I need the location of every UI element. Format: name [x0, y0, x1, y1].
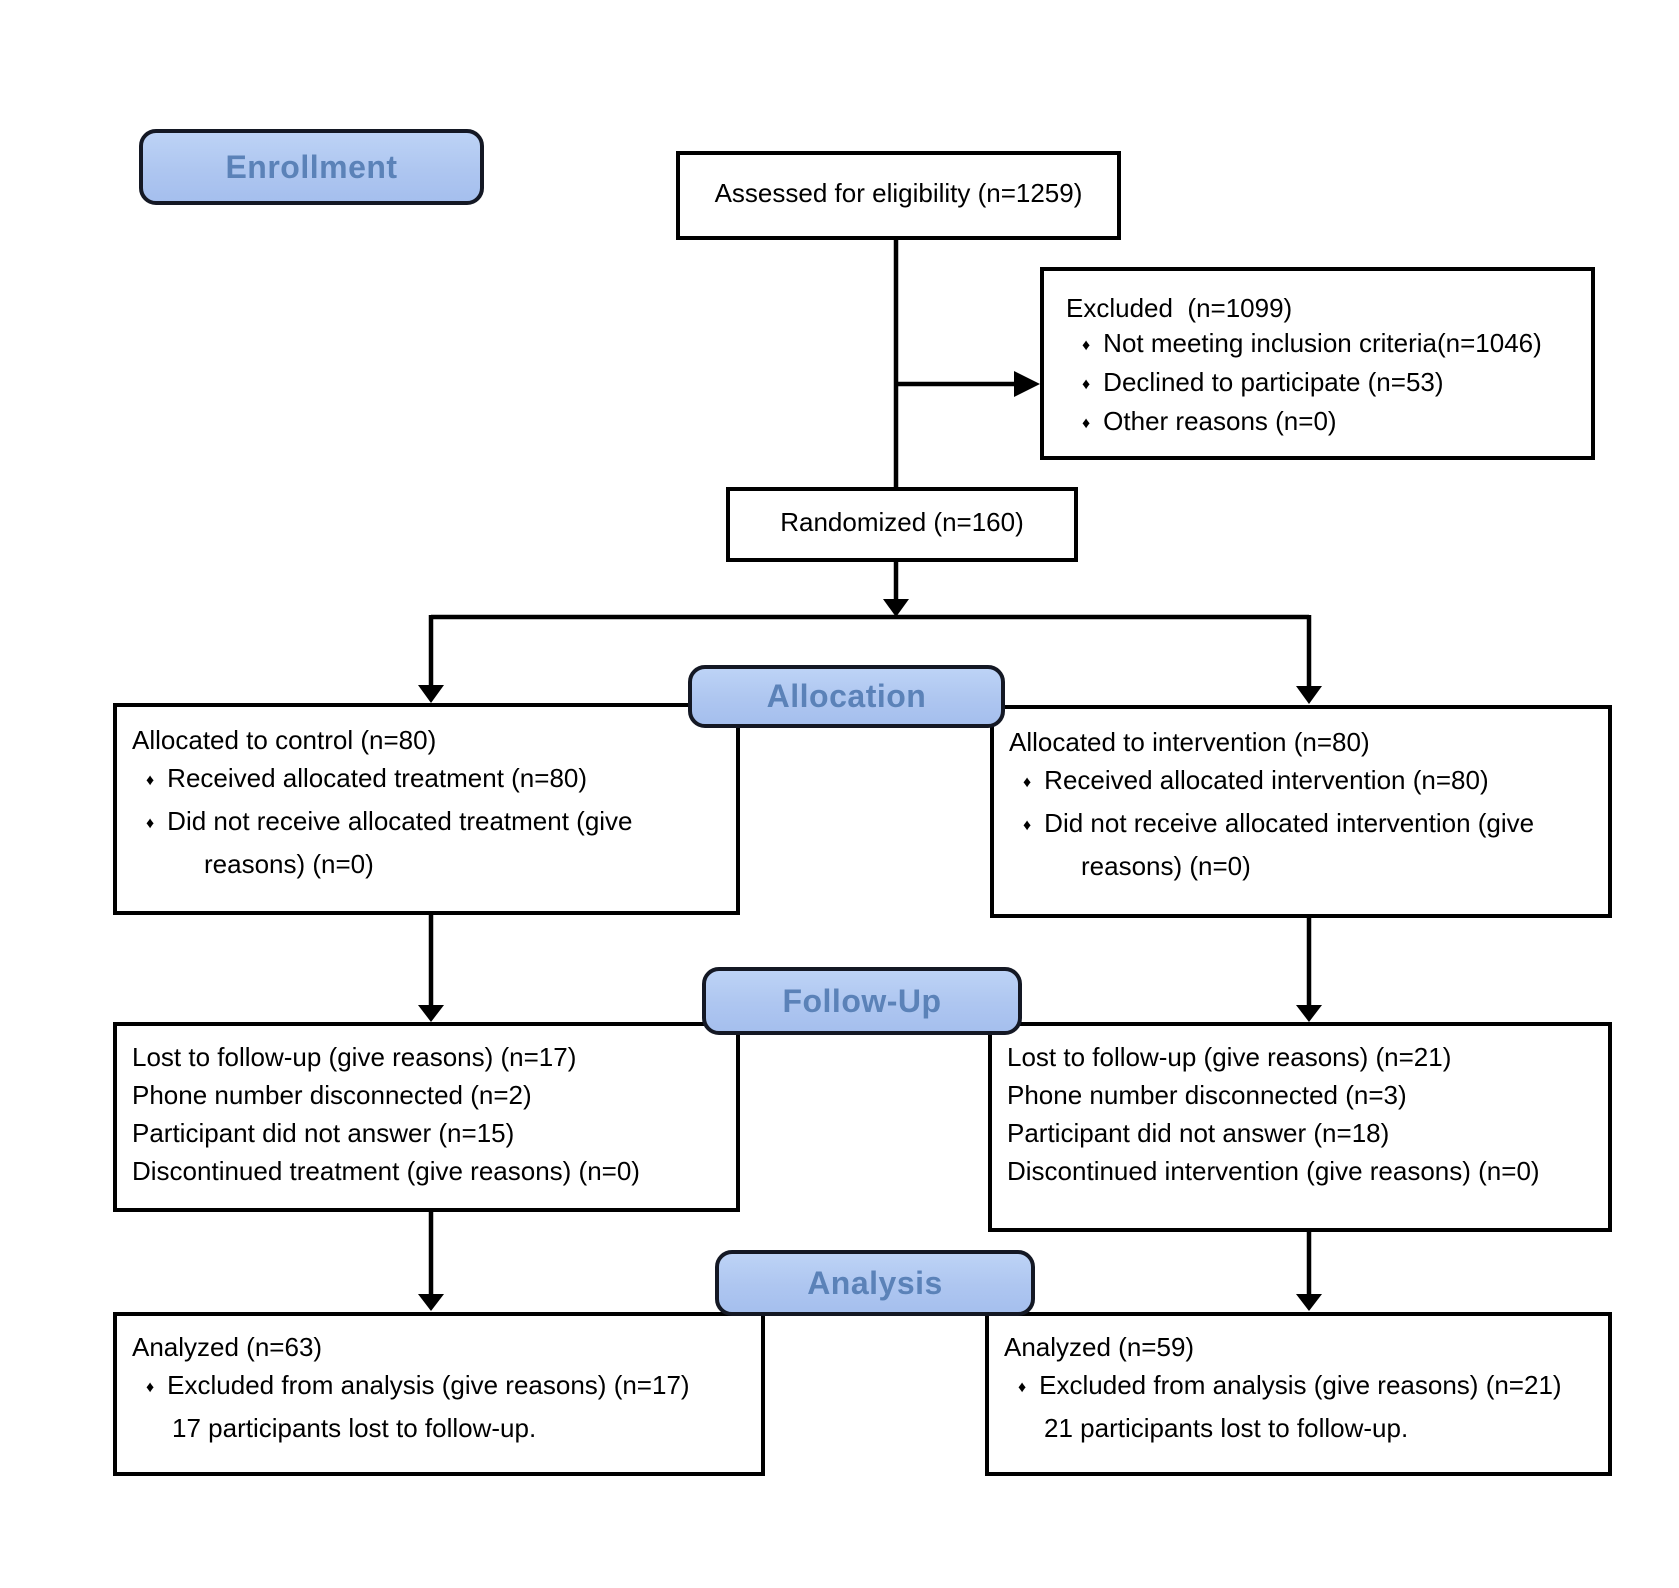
- analyzed-intervention-bullet-1-text: Excluded from analysis (give reasons) (n…: [1039, 1370, 1562, 1400]
- bullet-diamond-icon: ♦: [146, 815, 155, 832]
- followup-intervention-line-3: Participant did not answer (n=18): [1007, 1118, 1390, 1148]
- stage-label-allocation: Allocation: [688, 665, 1005, 728]
- analyzed-intervention-title: Analyzed (n=59): [1004, 1332, 1195, 1362]
- analyzed-intervention-bullet-1: ♦ Excluded from analysis (give reasons) (…: [1004, 1366, 1598, 1409]
- analyzed-control-bullet-1: ♦ Excluded from analysis (give reasons) (…: [132, 1366, 751, 1409]
- arrowhead-intervention-followup: [1296, 1005, 1322, 1022]
- box-analyzed-control: Analyzed (n=63) ♦ Excluded from analysis …: [113, 1312, 765, 1476]
- arrowhead-control-analysis: [418, 1294, 444, 1311]
- excluded-bullet-2-text: Declined to participate (n=53): [1103, 367, 1444, 397]
- box-followup-intervention: Lost to follow-up (give reasons) (n=21) …: [988, 1022, 1612, 1232]
- stage-label-enrollment-text: Enrollment: [225, 148, 398, 185]
- arrowhead-excluded: [1014, 371, 1040, 397]
- stage-label-enrollment: Enrollment: [139, 129, 484, 205]
- arrowhead-control-followup: [418, 1005, 444, 1022]
- bullet-diamond-icon: ♦: [146, 772, 155, 789]
- allocated-intervention-bullet-1-text: Received allocated intervention (n=80): [1044, 765, 1489, 795]
- bullet-diamond-icon: ♦: [1082, 376, 1091, 393]
- allocated-control-bullet-2-text: Did not receive allocated treatment (giv…: [167, 806, 633, 879]
- allocated-control-bullet-1: ♦ Received allocated treatment (n=80): [132, 759, 726, 802]
- box-allocated-control: Allocated to control (n=80) ♦ Received al…: [113, 703, 740, 915]
- box-allocated-intervention: Allocated to intervention (n=80) ♦ Receiv…: [990, 705, 1612, 918]
- bullet-diamond-icon: ♦: [1082, 337, 1091, 354]
- excluded-bullet-2: ♦ Declined to participate (n=53): [1066, 365, 1583, 404]
- arrowhead-intervention-allocation: [1296, 686, 1322, 704]
- arrowhead-branch: [883, 599, 909, 617]
- excluded-bullet-1-text: Not meeting inclusion criteria(n=1046): [1103, 328, 1542, 358]
- stage-label-followup: Follow-Up: [702, 967, 1022, 1035]
- followup-intervention-line-4: Discontinued intervention (give reasons)…: [1007, 1156, 1540, 1186]
- allocated-intervention-bullet-2-text: Did not receive allocated intervention (…: [1044, 808, 1535, 881]
- followup-intervention-line-1: Lost to follow-up (give reasons) (n=21): [1007, 1042, 1452, 1072]
- followup-control-line-3: Participant did not answer (n=15): [132, 1118, 515, 1148]
- analyzed-intervention-note: 21 participants lost to follow-up.: [1044, 1413, 1409, 1443]
- excluded-bullet-1: ♦ Not meeting inclusion criteria(n=1046): [1066, 326, 1583, 365]
- box-randomized: Randomized (n=160): [726, 487, 1078, 562]
- stage-label-analysis-text: Analysis: [807, 1264, 943, 1301]
- analyzed-control-note: 17 participants lost to follow-up.: [172, 1413, 537, 1443]
- analyzed-control-title: Analyzed (n=63): [132, 1332, 323, 1362]
- followup-intervention-line-2: Phone number disconnected (n=3): [1007, 1080, 1407, 1110]
- allocated-control-title: Allocated to control (n=80): [132, 725, 437, 755]
- followup-control-line-4: Discontinued treatment (give reasons) (n…: [132, 1156, 640, 1186]
- allocated-intervention-bullet-2: ♦ Did not receive allocated intervention …: [1009, 804, 1598, 885]
- bullet-diamond-icon: ♦: [1082, 415, 1091, 432]
- arrowhead-control-allocation: [418, 685, 444, 703]
- analyzed-control-bullet-1-text: Excluded from analysis (give reasons) (n…: [167, 1370, 690, 1400]
- allocated-intervention-bullet-1: ♦ Received allocated intervention (n=80): [1009, 761, 1598, 804]
- stage-label-analysis: Analysis: [715, 1250, 1035, 1316]
- allocated-control-bullet-2: ♦ Did not receive allocated treatment (gi…: [132, 802, 726, 883]
- allocated-control-bullet-1-text: Received allocated treatment (n=80): [167, 763, 588, 793]
- bullet-diamond-icon: ♦: [146, 1379, 155, 1396]
- stage-label-followup-text: Follow-Up: [782, 982, 942, 1019]
- excluded-bullet-3-text: Other reasons (n=0): [1103, 406, 1337, 436]
- box-assessed-eligibility: Assessed for eligibility (n=1259): [676, 151, 1121, 240]
- box-followup-control: Lost to follow-up (give reasons) (n=17) …: [113, 1022, 740, 1212]
- arrowhead-intervention-analysis: [1296, 1294, 1322, 1311]
- box-analyzed-intervention: Analyzed (n=59) ♦ Excluded from analysis …: [985, 1312, 1612, 1476]
- randomized-text: Randomized (n=160): [780, 506, 1024, 537]
- excluded-title: Excluded (n=1099): [1066, 293, 1293, 323]
- followup-control-line-1: Lost to follow-up (give reasons) (n=17): [132, 1042, 577, 1072]
- stage-label-allocation-text: Allocation: [766, 678, 927, 714]
- bullet-diamond-icon: ♦: [1023, 817, 1032, 834]
- bullet-diamond-icon: ♦: [1023, 774, 1032, 791]
- bullet-diamond-icon: ♦: [1018, 1379, 1027, 1396]
- box-excluded: Excluded (n=1099) ♦ Not meeting inclusion…: [1040, 267, 1595, 460]
- allocated-intervention-title: Allocated to intervention (n=80): [1009, 727, 1370, 757]
- followup-control-line-2: Phone number disconnected (n=2): [132, 1080, 532, 1110]
- excluded-bullet-3: ♦ Other reasons (n=0): [1066, 404, 1583, 443]
- assessed-text: Assessed for eligibility (n=1259): [714, 177, 1083, 208]
